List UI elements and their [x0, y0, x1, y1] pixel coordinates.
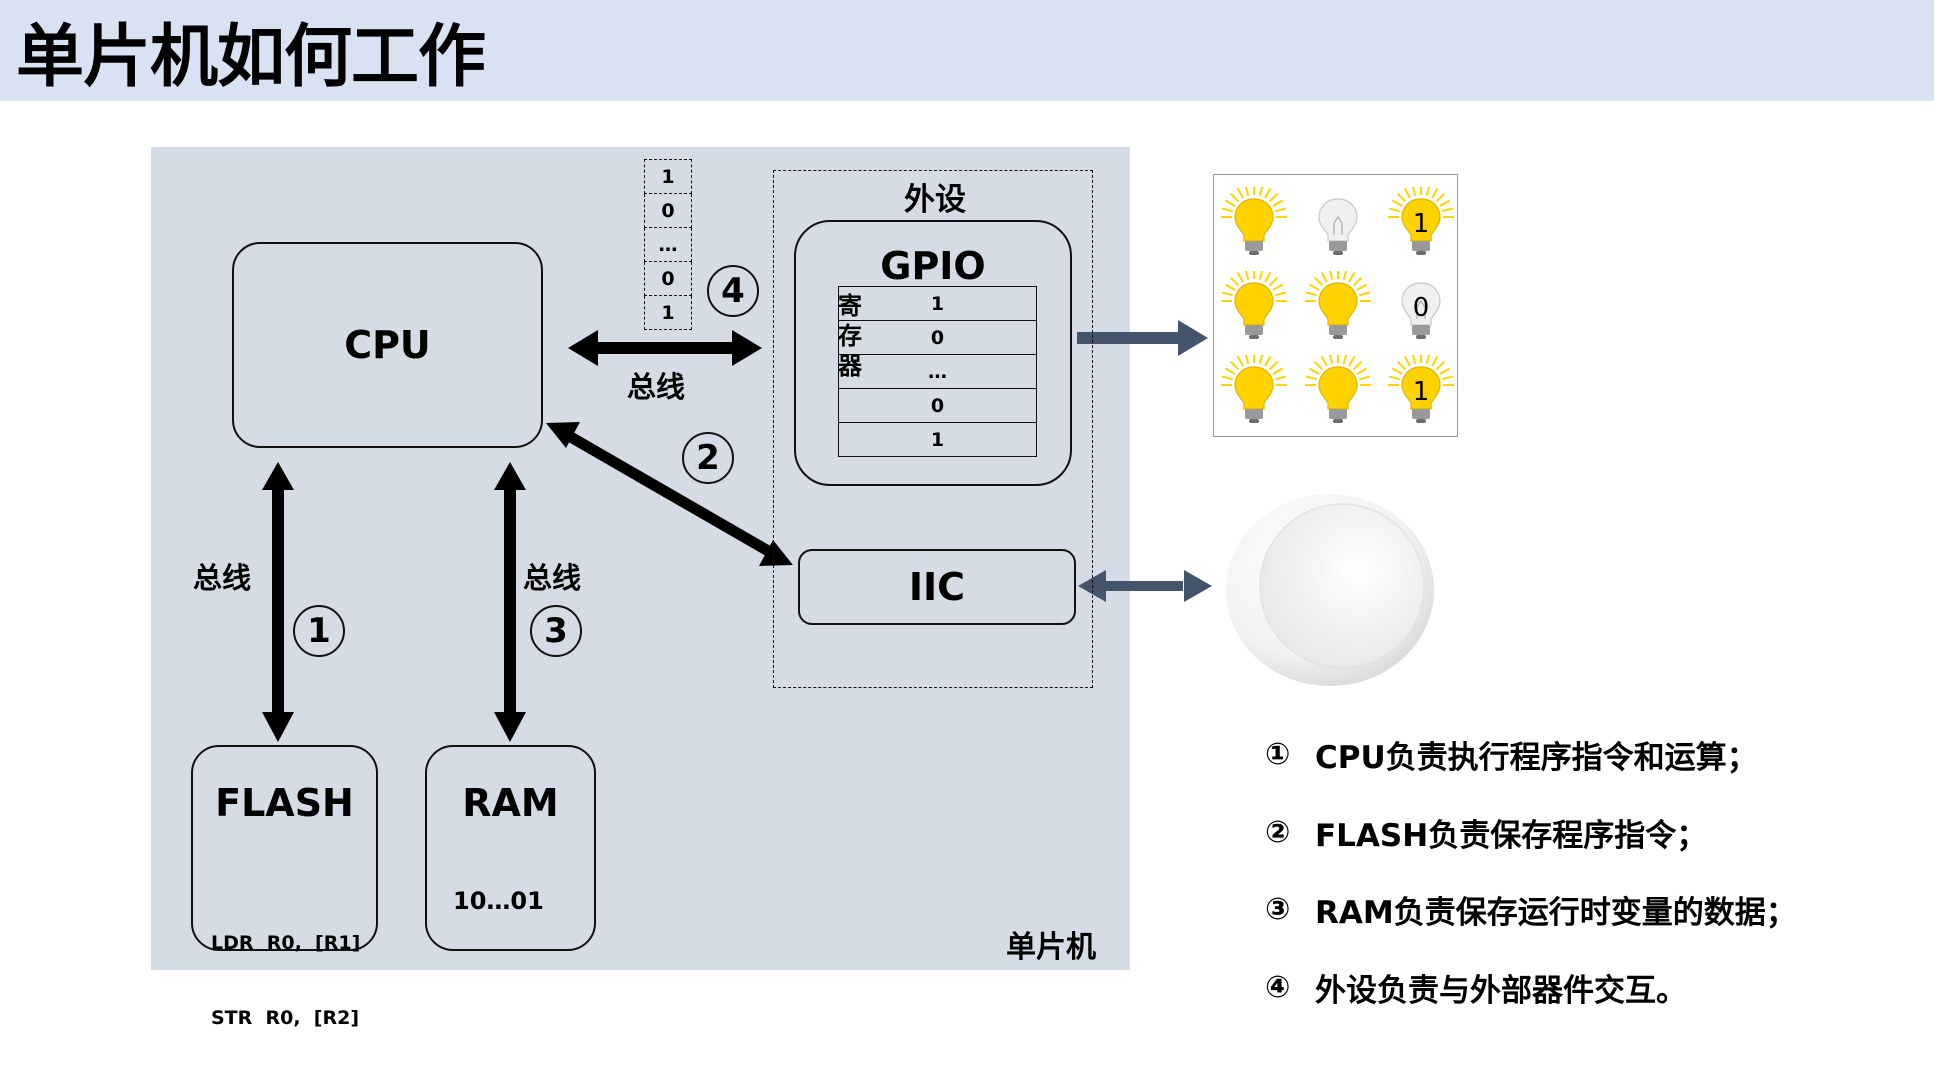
bulb-on-icon — [1219, 184, 1289, 265]
bus-label-right: 总线 — [523, 561, 582, 595]
gpio-register-table: 1 0 … 0 1 — [838, 286, 1037, 457]
bulb-on-icon — [1303, 352, 1373, 433]
ram-value: 10…01 — [453, 887, 544, 915]
ram-block: RAM 10…01 — [425, 745, 596, 951]
note-text: RAM负责保存运行时变量的数据； — [1315, 895, 1797, 931]
ram-label: RAM — [462, 781, 559, 825]
bulb-on-icon: 1 — [1386, 352, 1456, 433]
register-cell: 0 — [838, 388, 1037, 423]
step-3-badge: 3 — [530, 605, 582, 657]
cpu-block: CPU — [232, 242, 543, 448]
cpu-label: CPU — [344, 323, 431, 367]
note-item: ③ RAM负责保存运行时变量的数据； — [1265, 887, 1797, 932]
bulb-off-icon — [1303, 187, 1373, 265]
step-4-badge: 4 — [707, 265, 759, 317]
peripheral-region — [773, 170, 1093, 688]
bus-bit: … — [644, 227, 692, 262]
step-1-badge: 1 — [293, 605, 345, 657]
mcu-label: 单片机 — [1006, 930, 1096, 965]
register-cell: … — [838, 354, 1037, 389]
register-char: 器 — [838, 352, 862, 380]
note-item: ① CPU负责执行程序指令和运算； — [1265, 732, 1758, 777]
flash-label: FLASH — [215, 781, 354, 825]
register-label: 寄 存 器 — [838, 291, 862, 381]
cpu-flash-bus-arrow — [262, 462, 294, 742]
iic-to-sensor-arrow — [1078, 570, 1212, 602]
gpio-label: GPIO — [880, 244, 986, 288]
note-number: ③ — [1265, 892, 1291, 927]
bulb-on-icon — [1219, 268, 1289, 349]
note-number: ① — [1265, 737, 1291, 772]
flash-code-line-2: STR R0, [R2] — [211, 1007, 360, 1029]
flash-code-line-1: LDR R0, [R1] — [211, 932, 361, 954]
register-char: 存 — [838, 322, 862, 350]
bulb-off-icon: 0 — [1386, 271, 1456, 349]
note-item: ④ 外设负责与外部器件交互。 — [1265, 965, 1687, 1010]
note-text: 外设负责与外部器件交互。 — [1315, 973, 1687, 1009]
iic-sensor-device-icon — [1226, 494, 1434, 686]
flash-block: FLASH LDR R0, [R1] STR R0, [R2] — [191, 745, 378, 1029]
cpu-gpio-bus-arrow — [568, 330, 762, 366]
note-number: ④ — [1265, 970, 1291, 1005]
bulb-value-label: 1 — [1412, 209, 1430, 239]
register-cell: 0 — [838, 320, 1037, 355]
bulb-value-label: 0 — [1412, 293, 1430, 323]
bus-bit: 0 — [644, 193, 692, 228]
note-number: ② — [1265, 815, 1291, 850]
note-item: ② FLASH负责保存程序指令； — [1265, 810, 1707, 855]
iic-label: IIC — [908, 565, 966, 609]
bus-bit: 0 — [644, 261, 692, 296]
bus-label-left: 总线 — [193, 561, 252, 595]
bulb-on-icon — [1219, 352, 1289, 433]
bus-bit: 1 — [644, 159, 692, 194]
register-char: 寄 — [838, 292, 862, 320]
bus-label-top: 总线 — [627, 370, 686, 404]
peripheral-label: 外设 — [904, 182, 966, 218]
bulb-value-label: 1 — [1412, 377, 1430, 407]
note-text: CPU负责执行程序指令和运算； — [1315, 740, 1758, 776]
step-2-badge: 2 — [682, 432, 734, 484]
gpio-to-bulbs-arrow — [1077, 320, 1208, 356]
title-bar — [0, 0, 1934, 101]
led-bulb-panel: 1 0 1 — [1213, 174, 1458, 437]
register-cell: 1 — [838, 422, 1037, 457]
bulb-on-icon — [1303, 268, 1373, 349]
cpu-ram-bus-arrow — [494, 462, 526, 742]
bus-data-bits: 1 0 … 0 1 — [644, 159, 692, 330]
bus-bit: 1 — [644, 295, 692, 330]
register-cell: 1 — [838, 286, 1037, 321]
note-text: FLASH负责保存程序指令； — [1315, 818, 1708, 854]
iic-block: IIC — [798, 549, 1076, 625]
page-title: 单片机如何工作 — [16, 18, 486, 97]
bulb-on-icon: 1 — [1386, 184, 1456, 265]
cpu-iic-bus-arrow — [546, 422, 793, 566]
